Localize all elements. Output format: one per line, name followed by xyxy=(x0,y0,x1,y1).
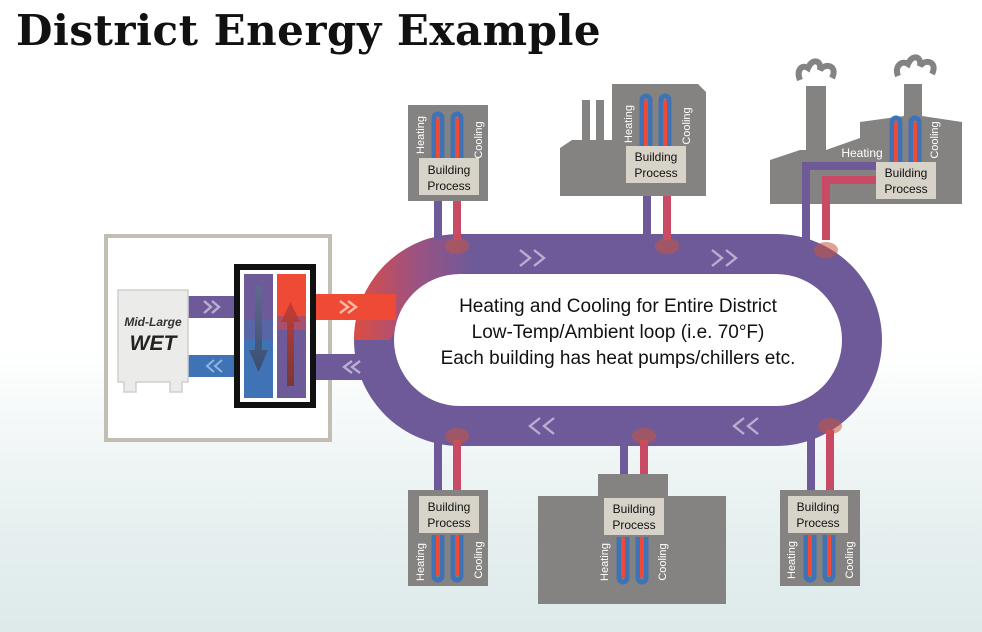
building-6: Building Process Heating Cooling xyxy=(780,430,860,586)
building-6-heating-label: Heating xyxy=(786,541,798,579)
building-3: Heating Cooling Building Process xyxy=(770,54,962,240)
building-5-line2: Process xyxy=(612,518,655,532)
loop-inner xyxy=(394,274,842,406)
building-2-line2: Process xyxy=(634,166,677,180)
building-3-process-box xyxy=(876,162,936,199)
wet-return-pipe xyxy=(186,355,238,377)
building-2-line1: Building xyxy=(635,150,678,164)
building-3-line1: Building xyxy=(885,166,928,180)
building-4-line1: Building xyxy=(428,500,471,514)
building-1-line1: Building xyxy=(428,163,471,177)
smoke-1 xyxy=(795,58,837,82)
exchanger-down-arrow xyxy=(249,286,268,372)
building-1-heating-label: Heating xyxy=(415,116,427,154)
loop-text-line1: Heating and Cooling for Entire District xyxy=(459,296,778,317)
district-loop: Heating and Cooling for Entire District … xyxy=(353,234,882,446)
building-4-process-box xyxy=(419,496,479,533)
building-4-heating-label: Heating xyxy=(415,543,427,581)
building-1-process-box xyxy=(419,158,479,195)
building-6-line2: Process xyxy=(796,516,839,530)
building-3-line2: Process xyxy=(884,182,927,196)
junction-gradients xyxy=(445,238,842,444)
building-1-line2: Process xyxy=(427,179,470,193)
loop-flow-arrows-top xyxy=(519,249,738,267)
building-3-coils xyxy=(889,115,922,166)
building-6-coils xyxy=(803,535,836,583)
exchanger-up-arrow xyxy=(281,302,300,386)
wet-unit: Mid-Large WET xyxy=(104,234,396,442)
building-6-process-box xyxy=(788,496,848,533)
building-4-coils xyxy=(431,535,464,583)
loop-text-line2: Low-Temp/Ambient loop (i.e. 70°F) xyxy=(472,322,765,343)
building-2-coils xyxy=(639,93,672,150)
building-5-process-box xyxy=(604,498,664,535)
building-2-heating-label: Heating xyxy=(623,105,635,143)
building-6-cooling-label: Cooling xyxy=(844,541,856,578)
building-3-heating-label: Heating xyxy=(841,146,882,160)
wet-label-line2: WET xyxy=(130,332,179,355)
building-5-coils xyxy=(616,537,649,585)
building-2-process-box xyxy=(626,146,686,183)
building-5-line1: Building xyxy=(613,502,656,516)
building-1-cooling-label: Cooling xyxy=(473,121,485,158)
wet-label-line1: Mid-Large xyxy=(124,315,182,329)
building-5-body xyxy=(538,474,726,604)
page-title: District Energy Example xyxy=(16,6,602,55)
building-6-line1: Building xyxy=(797,500,840,514)
building-5: Building Process Heating Cooling xyxy=(538,440,726,604)
wet-tank xyxy=(117,289,189,393)
building-3-cooling-label: Cooling xyxy=(929,121,941,158)
building-4-cooling-label: Cooling xyxy=(473,541,485,578)
building-5-heating-label: Heating xyxy=(599,543,611,581)
loop-text-line3: Each building has heat pumps/chillers et… xyxy=(441,348,796,369)
building-1: Heating Cooling Building Process xyxy=(408,105,488,240)
building-4-line2: Process xyxy=(427,516,470,530)
building-5-cooling-label: Cooling xyxy=(657,543,669,580)
loop-return-pipe xyxy=(316,354,376,380)
smoke-2 xyxy=(894,54,937,78)
building-2: Heating Cooling Building Process xyxy=(560,84,706,240)
loop-flow-arrows-bottom xyxy=(528,417,759,435)
building-4: Building Process Heating Cooling xyxy=(408,440,488,586)
building-2-cooling-label: Cooling xyxy=(681,107,693,144)
